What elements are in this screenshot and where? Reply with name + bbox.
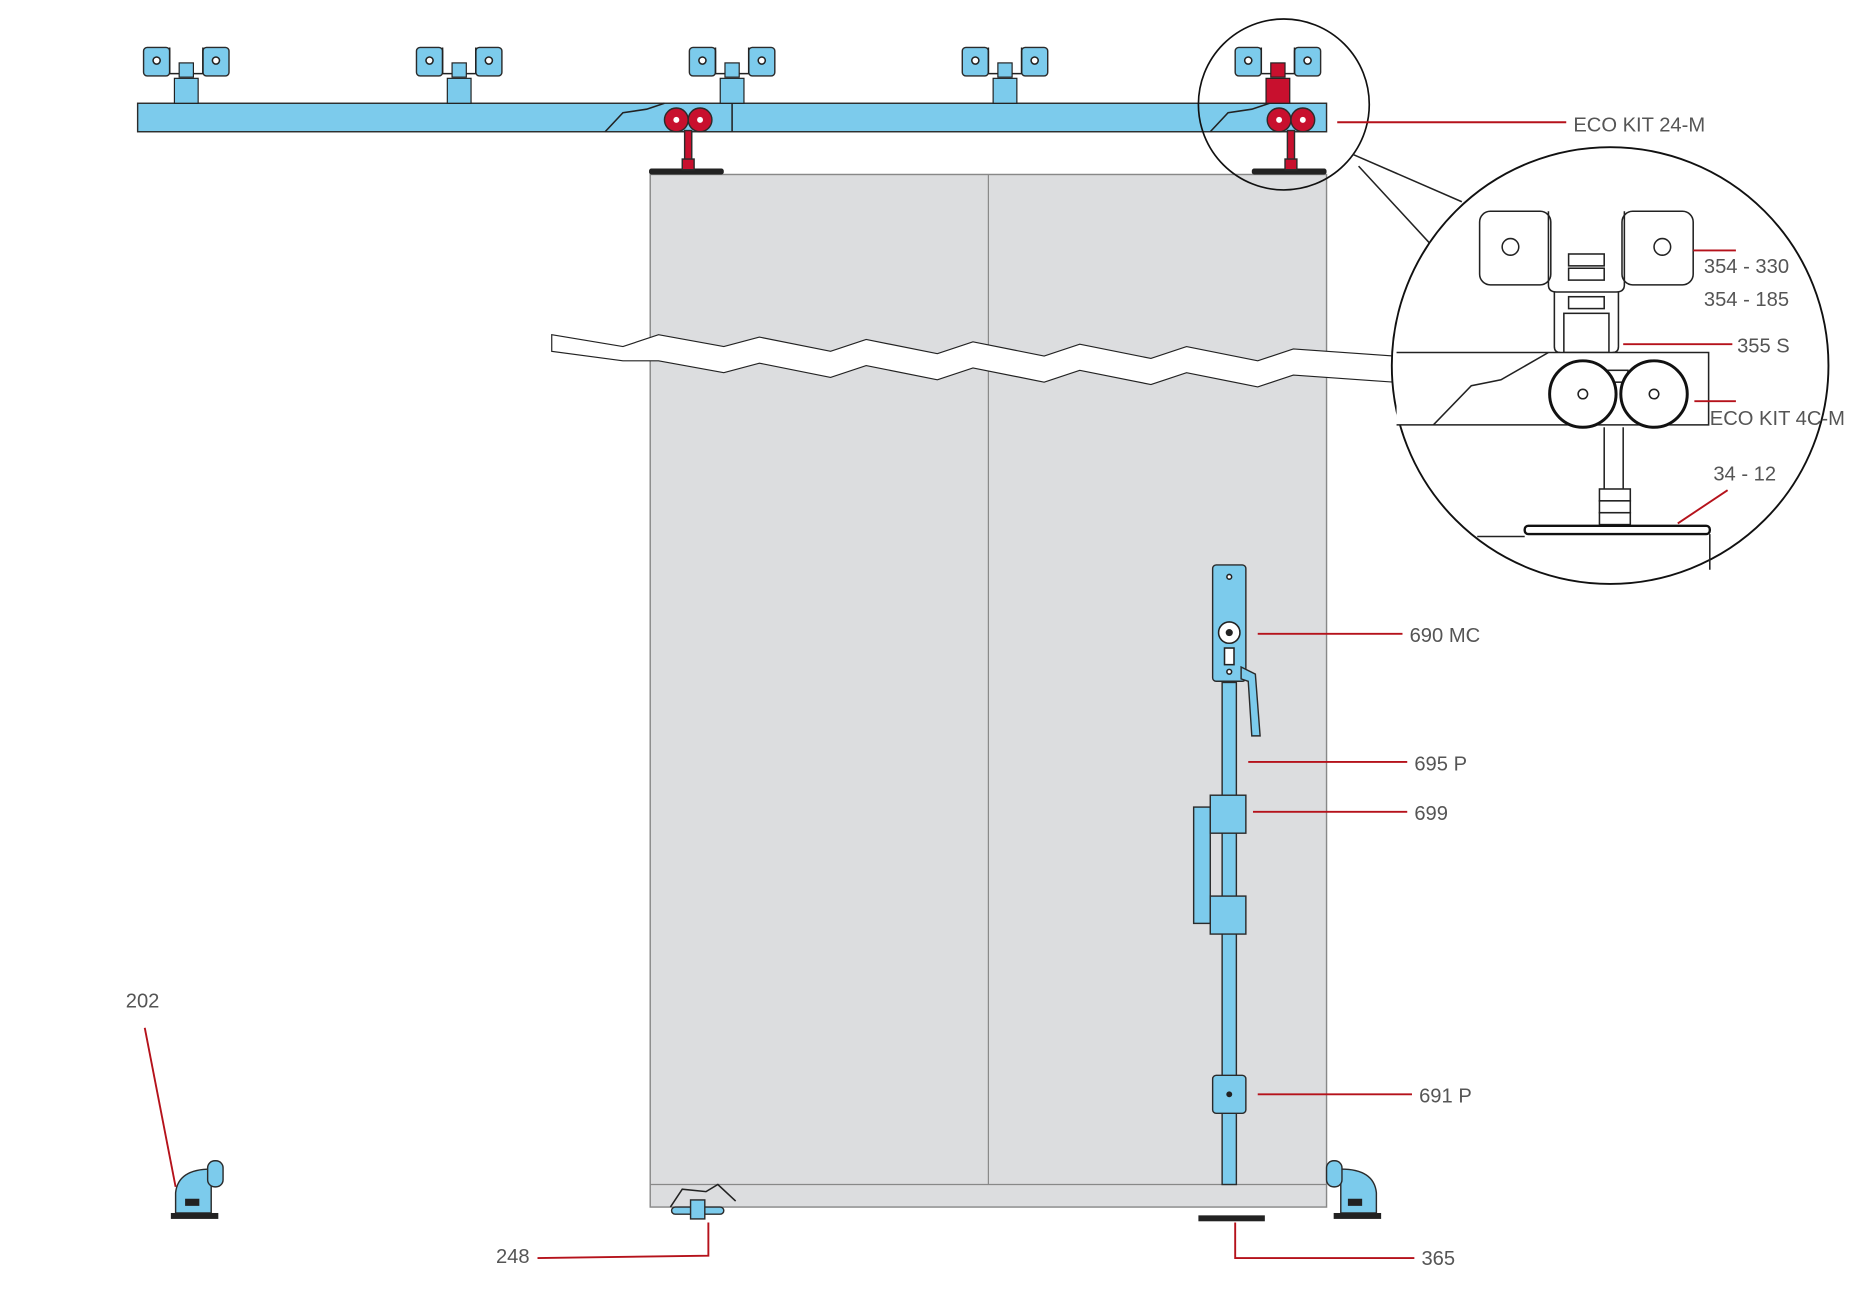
detail-view	[1390, 146, 1830, 585]
label-eco-kit-24m: ECO KIT 24-M	[1573, 115, 1705, 137]
label-691p: 691 P	[1419, 1086, 1472, 1108]
label-365: 365	[1421, 1248, 1455, 1270]
roller-trolley	[1251, 107, 1327, 175]
door-stop-left	[170, 1160, 224, 1219]
label-690mc: 690 MC	[1410, 625, 1481, 647]
door-stop-right	[1325, 1160, 1382, 1219]
ceiling-bracket	[1234, 46, 1322, 104]
leader-lines	[143, 121, 1736, 1260]
floor-plate	[1198, 1215, 1265, 1222]
ceiling-bracket	[961, 46, 1049, 104]
track-rail	[136, 102, 1328, 133]
floor-guide	[670, 1199, 725, 1220]
label-354-330: 354 - 330	[1704, 256, 1789, 278]
detail-marker	[1197, 18, 1371, 191]
label-354-185: 354 - 185	[1704, 289, 1789, 311]
ceiling-bracket	[688, 46, 776, 104]
label-34-12: 34 - 12	[1713, 464, 1776, 486]
ceiling-bracket	[142, 46, 230, 104]
label-699: 699	[1414, 803, 1448, 825]
label-248: 248	[496, 1246, 530, 1268]
label-202: 202	[126, 991, 160, 1013]
lock-assembly	[1192, 564, 1261, 1186]
label-695p: 695 P	[1414, 753, 1467, 775]
label-355s: 355 S	[1737, 335, 1790, 357]
ceiling-bracket	[415, 46, 503, 104]
roller-trolleys	[649, 107, 1327, 175]
ceiling-brackets	[142, 46, 1322, 104]
label-eco-kit-4cm: ECO KIT 4C-M	[1710, 408, 1845, 430]
roller-trolley	[649, 107, 724, 175]
